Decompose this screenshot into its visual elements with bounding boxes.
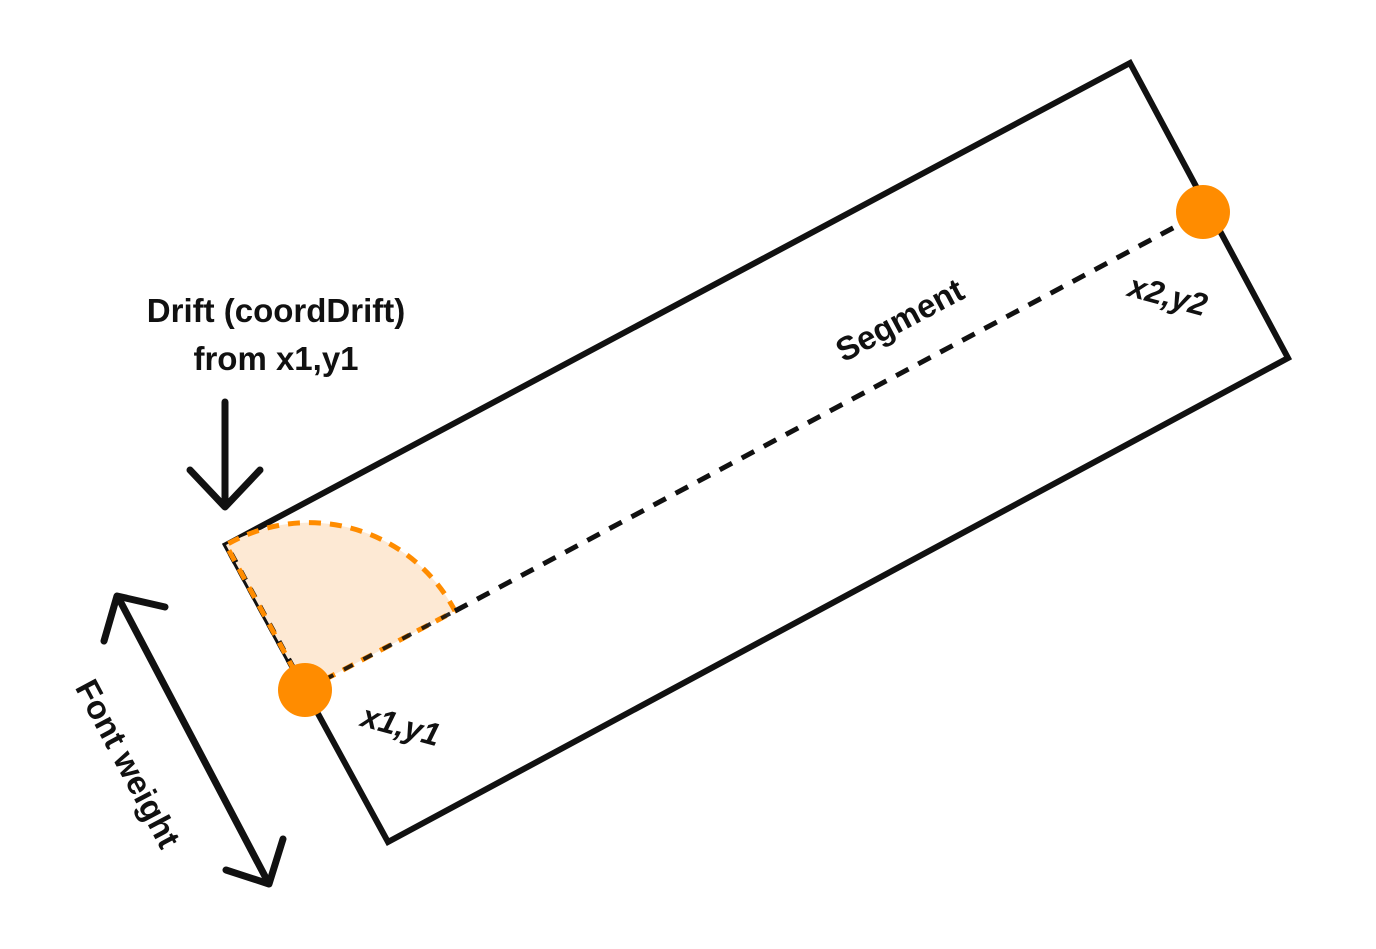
segment-line bbox=[453, 209, 1205, 614]
segment-line-inner bbox=[304, 609, 456, 692]
segment-bounding-box bbox=[221, 58, 1293, 847]
point-x1-y1[interactable] bbox=[278, 663, 332, 717]
arrow-down-icon bbox=[186, 398, 264, 511]
drift-label-line2: from x1,y1 bbox=[193, 340, 358, 377]
point-x2-y2[interactable] bbox=[1176, 185, 1230, 239]
point2-label: x2,y2 bbox=[1123, 267, 1212, 323]
segment-label: Segment bbox=[829, 271, 969, 369]
double-arrow-icon bbox=[100, 592, 287, 888]
drift-label-line1: Drift (coordDrift) bbox=[147, 292, 405, 329]
point1-label: x1,y1 bbox=[356, 697, 445, 753]
drift-wedge-outline bbox=[222, 520, 459, 694]
